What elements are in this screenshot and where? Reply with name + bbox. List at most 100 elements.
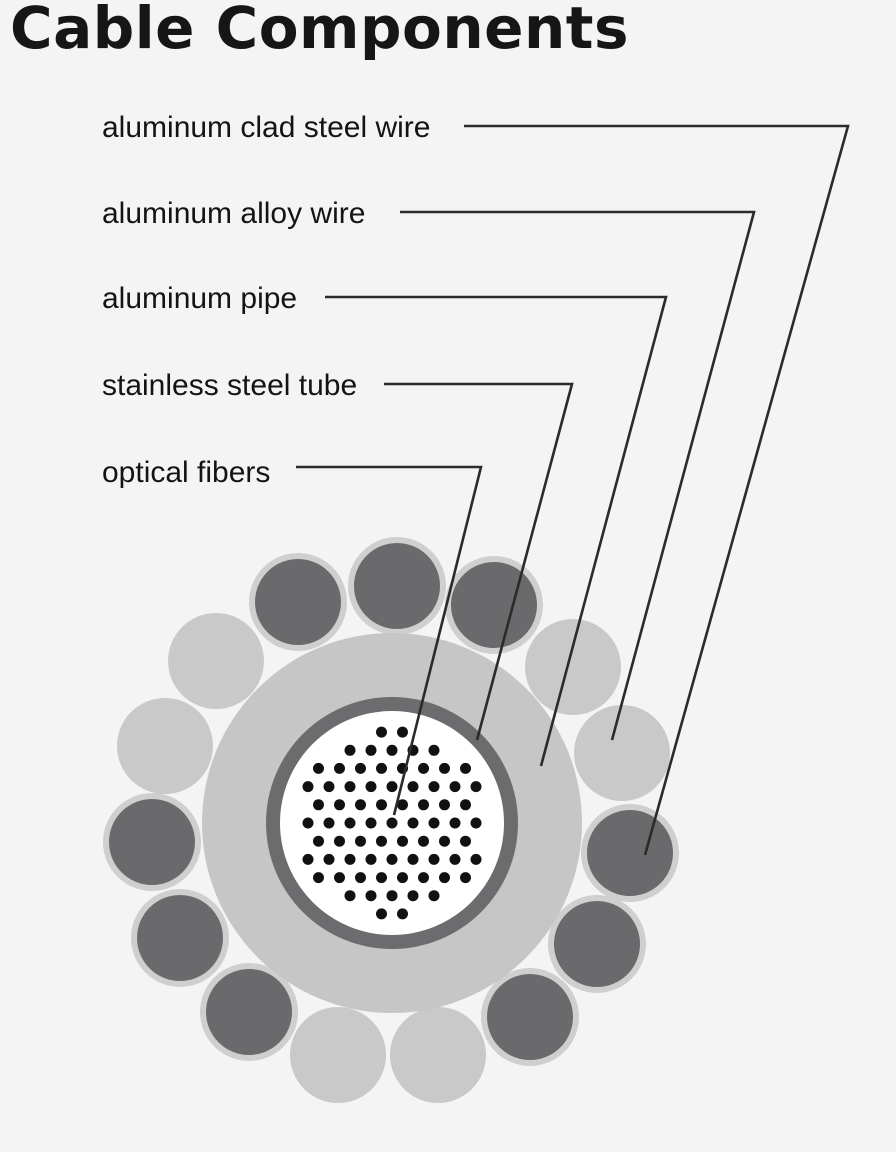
optical-fiber xyxy=(376,762,387,774)
optical-fiber xyxy=(460,835,471,847)
optical-fiber xyxy=(344,781,356,793)
leader-lines xyxy=(296,124,850,856)
optical-fiber xyxy=(365,817,377,829)
optical-fiber xyxy=(418,872,429,884)
optical-fiber xyxy=(439,799,450,811)
optical-fiber xyxy=(376,726,387,738)
optical-fiber xyxy=(428,890,440,902)
optical-fiber xyxy=(376,799,387,811)
optical-fiber xyxy=(407,781,419,793)
aluminum-clad-steel-wire-strand xyxy=(548,895,646,993)
aluminum-clad-steel-wire-strand xyxy=(103,793,201,891)
optical-fiber xyxy=(344,817,356,829)
leader-line-aluminum-clad-steel-wire xyxy=(464,124,850,856)
aluminum-clad-steel-wire-strand xyxy=(581,804,679,902)
aluminum-clad-steel-wire-strand xyxy=(445,556,543,654)
optical-fiber xyxy=(470,781,482,793)
optical-fiber xyxy=(407,817,419,829)
optical-fiber xyxy=(449,781,461,793)
label-stainless-steel-tube: stainless steel tube xyxy=(102,369,357,402)
page-title: Cable Components xyxy=(10,0,630,62)
aluminum-clad-steel-wire-strand xyxy=(131,889,229,987)
aluminum-alloy-wire-strand xyxy=(525,619,621,715)
leader-line-optical-fibers xyxy=(296,465,483,816)
optical-fiber xyxy=(386,744,398,756)
optical-fiber xyxy=(449,853,461,865)
optical-fiber xyxy=(344,890,356,902)
label-aluminum-pipe: aluminum pipe xyxy=(102,282,297,315)
optical-fiber xyxy=(397,872,408,884)
optical-fiber xyxy=(397,726,408,738)
optical-fiber xyxy=(470,817,482,829)
optical-fiber xyxy=(365,744,377,756)
optical-fiber xyxy=(365,853,377,865)
aluminum-alloy-wire-strand xyxy=(117,698,213,794)
optical-fiber xyxy=(407,853,419,865)
optical-fiber xyxy=(355,799,366,811)
optical-fiber xyxy=(355,835,366,847)
optical-fiber xyxy=(418,762,429,774)
optical-fiber xyxy=(302,853,314,865)
optical-fiber xyxy=(428,853,440,865)
optical-fiber-bundle xyxy=(302,726,482,920)
optical-fiber xyxy=(334,835,345,847)
label-aluminum-clad-steel-wire: aluminum clad steel wire xyxy=(102,111,430,144)
optical-fiber xyxy=(418,835,429,847)
optical-fiber xyxy=(428,817,440,829)
optical-fiber xyxy=(386,817,398,829)
optical-fiber xyxy=(397,908,408,920)
optical-fiber xyxy=(386,853,398,865)
optical-fiber xyxy=(323,853,335,865)
aluminum-clad-steel-wire-strand xyxy=(249,553,347,651)
outer-wire-ring xyxy=(103,537,679,1103)
label-optical-fibers: optical fibers xyxy=(102,456,270,489)
aluminum-alloy-wire-strand xyxy=(390,1007,486,1103)
leader-line-stainless-steel-tube xyxy=(384,382,574,741)
optical-fiber xyxy=(460,799,471,811)
optical-fiber xyxy=(313,872,324,884)
optical-fiber xyxy=(460,872,471,884)
optical-fiber xyxy=(376,908,387,920)
aluminum-alloy-wire-strand xyxy=(574,705,670,801)
optical-fiber xyxy=(344,853,356,865)
optical-fiber xyxy=(386,781,398,793)
optical-fiber xyxy=(439,835,450,847)
optical-fiber xyxy=(439,872,450,884)
optical-fiber xyxy=(418,799,429,811)
optical-fiber xyxy=(428,781,440,793)
aluminum-alloy-wire-strand xyxy=(168,613,264,709)
optical-fiber xyxy=(344,744,356,756)
optical-fiber xyxy=(302,781,314,793)
leader-line-aluminum-alloy-wire xyxy=(400,210,756,741)
optical-fiber xyxy=(397,835,408,847)
label-aluminum-alloy-wire: aluminum alloy wire xyxy=(102,197,365,230)
optical-fiber xyxy=(313,799,324,811)
optical-fiber xyxy=(334,762,345,774)
optical-fiber xyxy=(365,890,377,902)
optical-fiber xyxy=(355,872,366,884)
optical-fiber xyxy=(365,781,377,793)
optical-fiber xyxy=(313,835,324,847)
aluminum-alloy-wire-strand xyxy=(290,1007,386,1103)
optical-fiber xyxy=(376,835,387,847)
aluminum-clad-steel-wire-strand xyxy=(200,963,298,1061)
optical-fiber xyxy=(376,872,387,884)
optical-fiber xyxy=(323,817,335,829)
optical-fiber xyxy=(323,781,335,793)
optical-fiber xyxy=(470,853,482,865)
optical-fiber xyxy=(449,817,461,829)
leader-line-aluminum-pipe xyxy=(325,295,668,767)
optical-fiber xyxy=(407,890,419,902)
optical-fiber xyxy=(397,799,408,811)
optical-fiber xyxy=(460,762,471,774)
optical-fiber xyxy=(386,890,398,902)
optical-fiber xyxy=(428,744,440,756)
optical-fiber xyxy=(334,799,345,811)
aluminum-clad-steel-wire-strand xyxy=(348,537,446,635)
optical-fiber xyxy=(334,872,345,884)
aluminum-clad-steel-wire-strand xyxy=(481,968,579,1066)
optical-fiber xyxy=(313,762,324,774)
optical-fiber xyxy=(439,762,450,774)
optical-fiber xyxy=(355,762,366,774)
